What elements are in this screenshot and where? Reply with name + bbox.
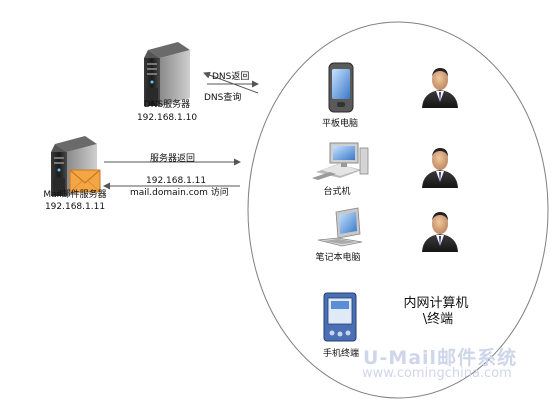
mail-server-ip: 192.168.1.11 xyxy=(44,202,106,212)
user-icon-2 xyxy=(422,148,458,188)
mail-server-label: Mail邮件服务器 xyxy=(43,190,107,200)
dns-server-icon xyxy=(144,42,190,106)
watermark-url: www.comingchina.com xyxy=(362,366,512,381)
server-return-label: 服务器返回 xyxy=(150,154,196,164)
mail-ip-label: 192.168.1.11 xyxy=(146,176,207,186)
envelope-icon xyxy=(69,169,101,193)
mobile-label: 手机终端 xyxy=(322,349,360,359)
tablet-icon xyxy=(328,62,354,113)
internal-network-ellipse xyxy=(247,21,549,399)
mobile-phone-icon xyxy=(323,292,357,342)
watermark-title: U-Mail邮件系统 xyxy=(363,347,518,369)
dns-server-label: DNS服务器 xyxy=(143,100,191,110)
dns-server-ip: 192.168.1.10 xyxy=(136,113,198,123)
laptop-icon xyxy=(317,207,363,247)
desktop-icon xyxy=(312,142,369,180)
desktop-label: 台式机 xyxy=(323,187,351,197)
internal-network-title: 内网计算机 xyxy=(403,296,469,311)
dns-query-arrow xyxy=(203,71,259,94)
dns-query-label: DNS查询 xyxy=(204,93,242,103)
dns-return-label: DNS返回 xyxy=(212,72,250,82)
internal-network-subtitle: \终端 xyxy=(422,312,454,327)
mail-domain-access-label: mail.domain.com 访问 xyxy=(130,188,229,198)
user-icon-1 xyxy=(422,68,458,108)
laptop-label: 笔记本电脑 xyxy=(315,253,361,263)
user-icon-3 xyxy=(422,212,458,252)
tablet-label: 平板电脑 xyxy=(321,119,359,129)
